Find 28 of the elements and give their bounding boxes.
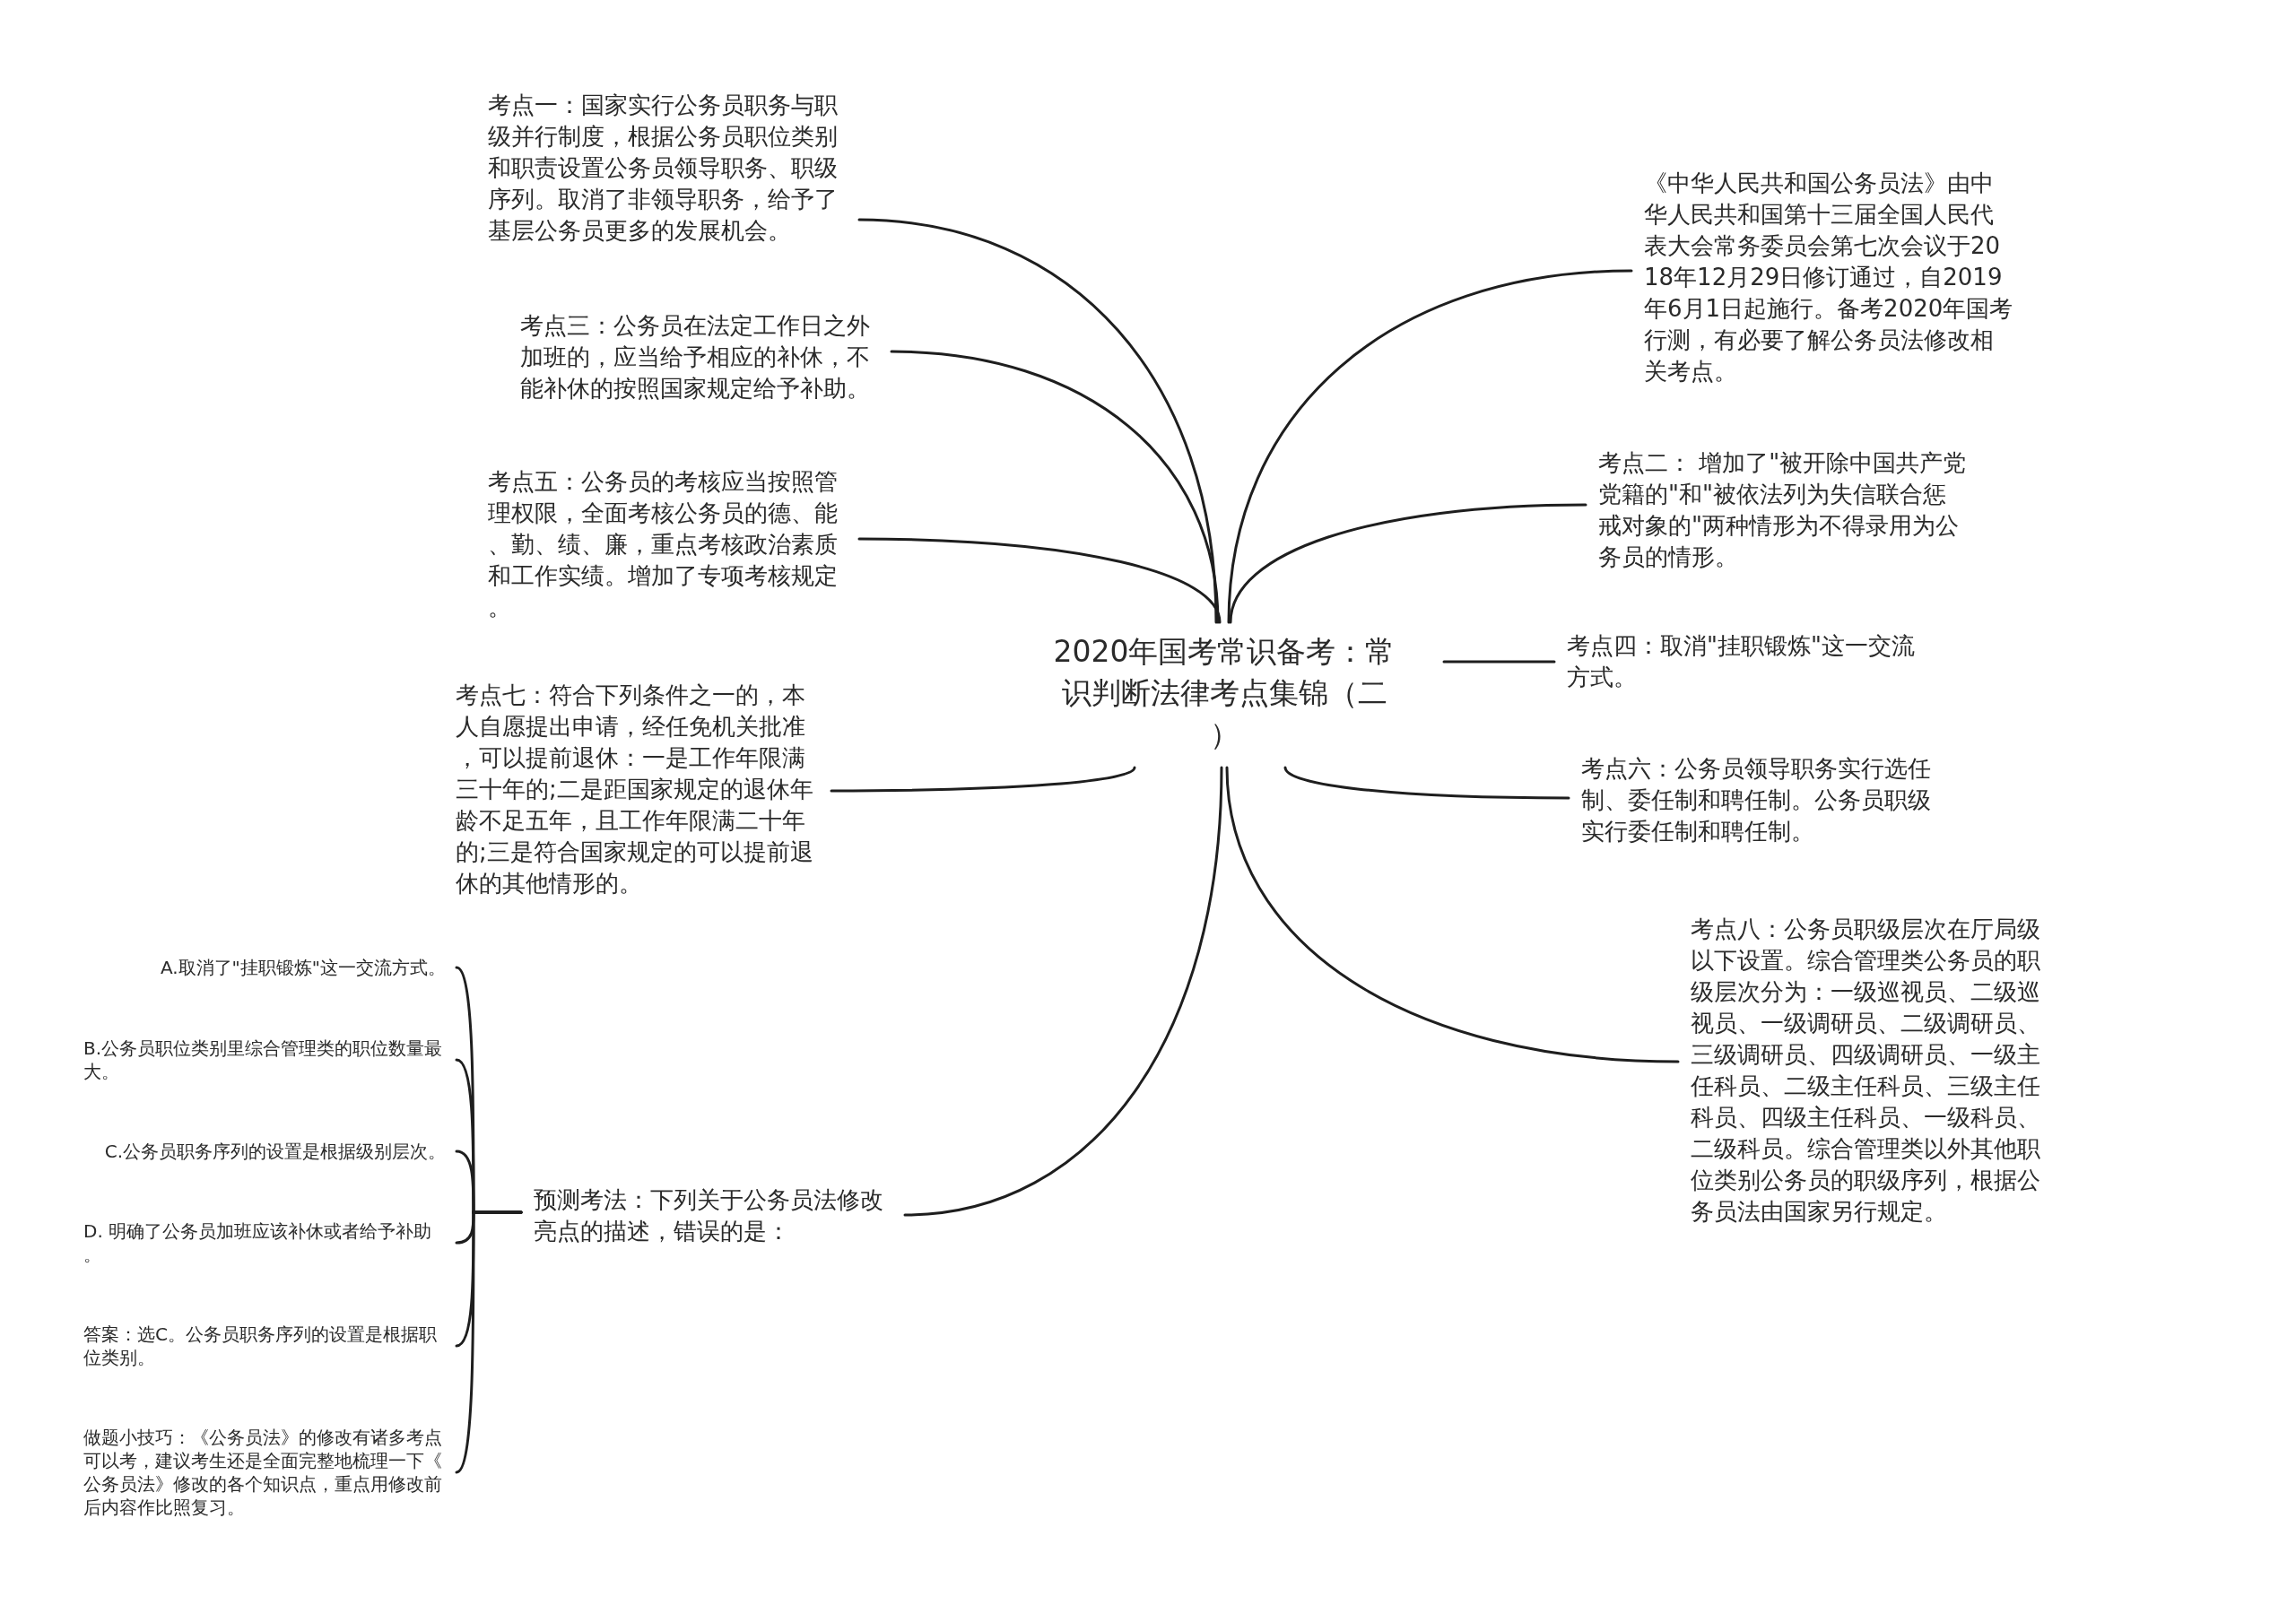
branch-line	[455, 1210, 523, 1474]
branch-line	[1283, 766, 1570, 800]
central-topic: 2020年国考常识备考：常识判断法律考点集锦（二）	[1004, 622, 1444, 768]
topic-text: 《中华人民共和国公务员法》由中华人民共和国第十三届全国人民代表大会常务委员会第七次会议于2018年12月29日修订通过，自2019年6月1日起施行。备考2020年国考行测，有必要了解公务员法修改相关考点。	[1631, 162, 2027, 393]
topic-text: 考点五：公务员的考核应当按照管理权限，全面考核公务员的德、能、勤、绩、廉，重点考核政治素质和工作实绩。增加了专项考核规定。	[475, 461, 859, 629]
topic-text: 考点三：公务员在法定工作日之外加班的，应当给予相应的补休，不能补休的按照国家规定给予补助。	[508, 305, 891, 410]
branch-line	[857, 537, 1222, 624]
subtopic-text: 做题小技巧：《公务员法》的修改有诸多考点可以考，建议考生还是全面完整地梳理一下《公务员法》修改的各个知识点，重点用修改前后内容作比照复习。	[73, 1422, 457, 1523]
subtopic-text: A.取消了"挂职锻炼"这一交流方式。	[149, 952, 457, 983]
branch-line	[903, 766, 1223, 1217]
branch-line	[1225, 766, 1680, 1063]
subtopic-text: C.公务员职务序列的设置是根据级别层次。	[93, 1136, 457, 1167]
topic-text: 考点七：符合下列条件之一的，本人自愿提出申请，经任免机关批准，可以提前退休：一是工作年限满三十年的;二是距国家规定的退休年龄不足五年，且工作年限满二十年的;三是符合国家规定的可以提前退休的其他情形的。	[443, 674, 831, 905]
branch-line	[1229, 503, 1587, 624]
topic-text: 考点八：公务员职级层次在厅局级以下设置。综合管理类公务员的职级层次分为：一级巡视员、二级巡视员、一级调研员、二级调研员、三级调研员、四级调研员、一级主任科员、二级主任科员、三级主任科员、四级主任科员、一级科员、二级科员。综合管理类以外其他职位类别公务员的职级序列，根据公务员法由国家另行规定。	[1678, 908, 2062, 1233]
topic-text: 考点二： 增加了"被开除中国共产党党籍的"和"被依法列为失信联合惩戒对象的"两种情形为不得录用为公务员的情形。	[1586, 442, 1980, 578]
branch-line	[1442, 660, 1556, 664]
topic-text: 预测考法：下列关于公务员法修改亮点的描述，错误的是：	[521, 1179, 905, 1253]
branch-line	[857, 218, 1218, 624]
branch-line	[890, 350, 1220, 624]
subtopic-text: B.公务员职位类别里综合管理类的职位数量最大。	[73, 1033, 457, 1087]
subtopic-text: D. 明确了公务员加班应该补休或者给予补助。	[73, 1216, 457, 1270]
branch-line	[830, 766, 1136, 793]
subtopic-text: 答案：选C。公务员职务序列的设置是根据职位类别。	[73, 1319, 457, 1373]
branch-line	[1227, 269, 1633, 624]
topic-text: 考点一：国家实行公务员职务与职级并行制度，根据公务员职位类别和职责设置公务员领导职务、职级序列。取消了非领导职务，给予了基层公务员更多的发展机会。	[475, 84, 859, 252]
topic-text: 考点六：公务员领导职务实行选任制、委任制和聘任制。公务员职级实行委任制和聘任制。	[1569, 748, 1952, 853]
topic-text: 考点四：取消"挂职锻炼"这一交流方式。	[1554, 625, 1931, 698]
